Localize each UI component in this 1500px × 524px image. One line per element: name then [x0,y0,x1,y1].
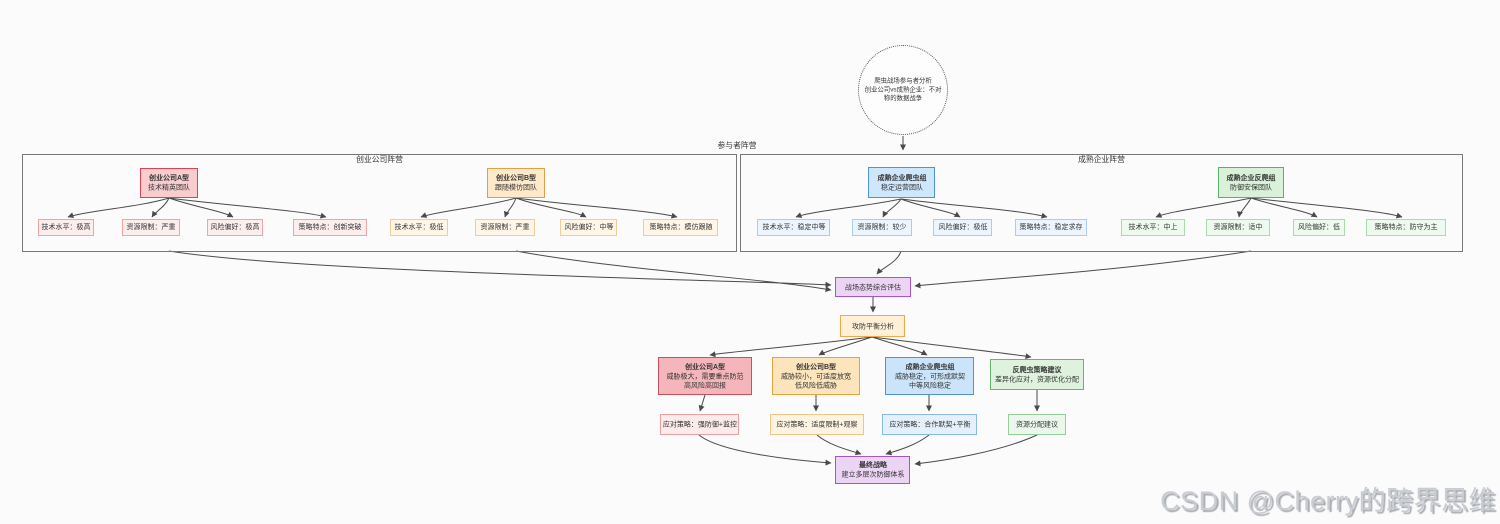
mature-camp-label: 成熟企业阵营 [1078,155,1125,165]
node-strategy-crawler: 应对策略：合作默契+平衡 [882,414,977,435]
root-circle-node: 爬虫战场参与者分析 创业公司vs成熟企业：不对 称的数据战争 [858,45,948,135]
leaf-anti-tech: 技术水平：中上 [1121,219,1185,236]
startup-a-subtitle: 技术精英团队 [148,183,190,192]
anticrawler-team-subtitle: 防御安保团队 [1230,183,1272,191]
leaf-a-resource: 资源限制：严重 [122,219,180,236]
leaf-a-strategy: 策略特点：创新突破 [293,219,367,236]
group-box-mature-camp: 成熟企业阵营 [740,154,1463,252]
node-final-strategy: 最终战略 建立多层次防御体系 [835,456,910,484]
startup-a-title: 创业公司A型 [148,174,190,183]
node-balance-analysis: 攻防平衡分析 [840,315,905,337]
startup-camp-label: 创业公司阵营 [356,155,403,165]
node-threat-a: 创业公司A型 威胁极大，需要重点防范 高风险高回报 [658,357,752,395]
leaf-crawler-strategy: 策略特点：稳定求存 [1015,219,1087,236]
leaf-b-resource: 资源限制：严重 [475,219,535,236]
leaf-crawler-tech: 技术水平：稳定中等 [757,219,830,236]
node-strategy-a: 应对策略：强防御+监控 [660,414,739,435]
root-line1: 爬虫战场参与者分析 [874,77,932,85]
leaf-anti-strategy: 策略特点：防守为主 [1366,219,1446,236]
node-anticrawler-advice: 反爬虫策略建议 差异化应对，资源优化分配 [990,359,1084,390]
root-line2: 创业公司vs成熟企业：不对 [864,86,942,94]
root-line3: 称的数据战争 [883,95,923,103]
leaf-crawler-resource: 资源限制：较少 [852,219,912,236]
leaf-a-tech: 技术水平：极高 [38,219,94,236]
leaf-b-tech: 技术水平：极低 [390,219,448,236]
leaf-a-risk: 风险偏好：极高 [207,219,263,236]
anticrawler-team-title: 成熟企业反爬组 [1226,174,1276,182]
node-resource-allocation: 资源分配建议 [1008,414,1066,435]
crawler-team-subtitle: 稳定运营团队 [880,183,923,191]
node-threat-b: 创业公司B型 威胁较小，可适度放宽 低风险低威胁 [772,357,860,395]
node-strategy-b: 应对策略：适度限制+观察 [770,414,864,435]
leaf-anti-resource: 资源限制：适中 [1206,219,1270,236]
leaf-crawler-risk: 风险偏好：极低 [933,219,992,236]
leaf-b-risk: 风险偏好：中等 [560,219,617,236]
participants-camp-label: 参与者阵营 [717,142,757,151]
startup-b-title: 创业公司B型 [495,174,537,183]
node-threat-crawler: 成熟企业爬虫组 威胁稳定，可形成默契 中等风险稳定 [885,357,974,395]
node-startup-b: 创业公司B型 跟随模仿团队 [487,168,545,198]
csdn-watermark: CSDN @Cherry的跨界思维 [1160,486,1496,516]
startup-b-subtitle: 跟随模仿团队 [495,183,537,192]
crawler-team-title: 成熟企业爬虫组 [877,174,926,182]
node-mature-anticrawler-team: 成熟企业反爬组 防御安保团队 [1218,167,1284,198]
node-mature-crawler-team: 成熟企业爬虫组 稳定运营团队 [868,167,935,198]
node-battlefield-assessment: 战场态势综合评估 [835,277,911,297]
node-startup-a: 创业公司A型 技术精英团队 [140,168,198,198]
group-box-startup-camp: 创业公司阵营 [22,154,737,252]
leaf-anti-risk: 风险偏好：低 [1293,219,1345,236]
leaf-b-strategy: 策略特点：模仿跟随 [643,219,718,236]
